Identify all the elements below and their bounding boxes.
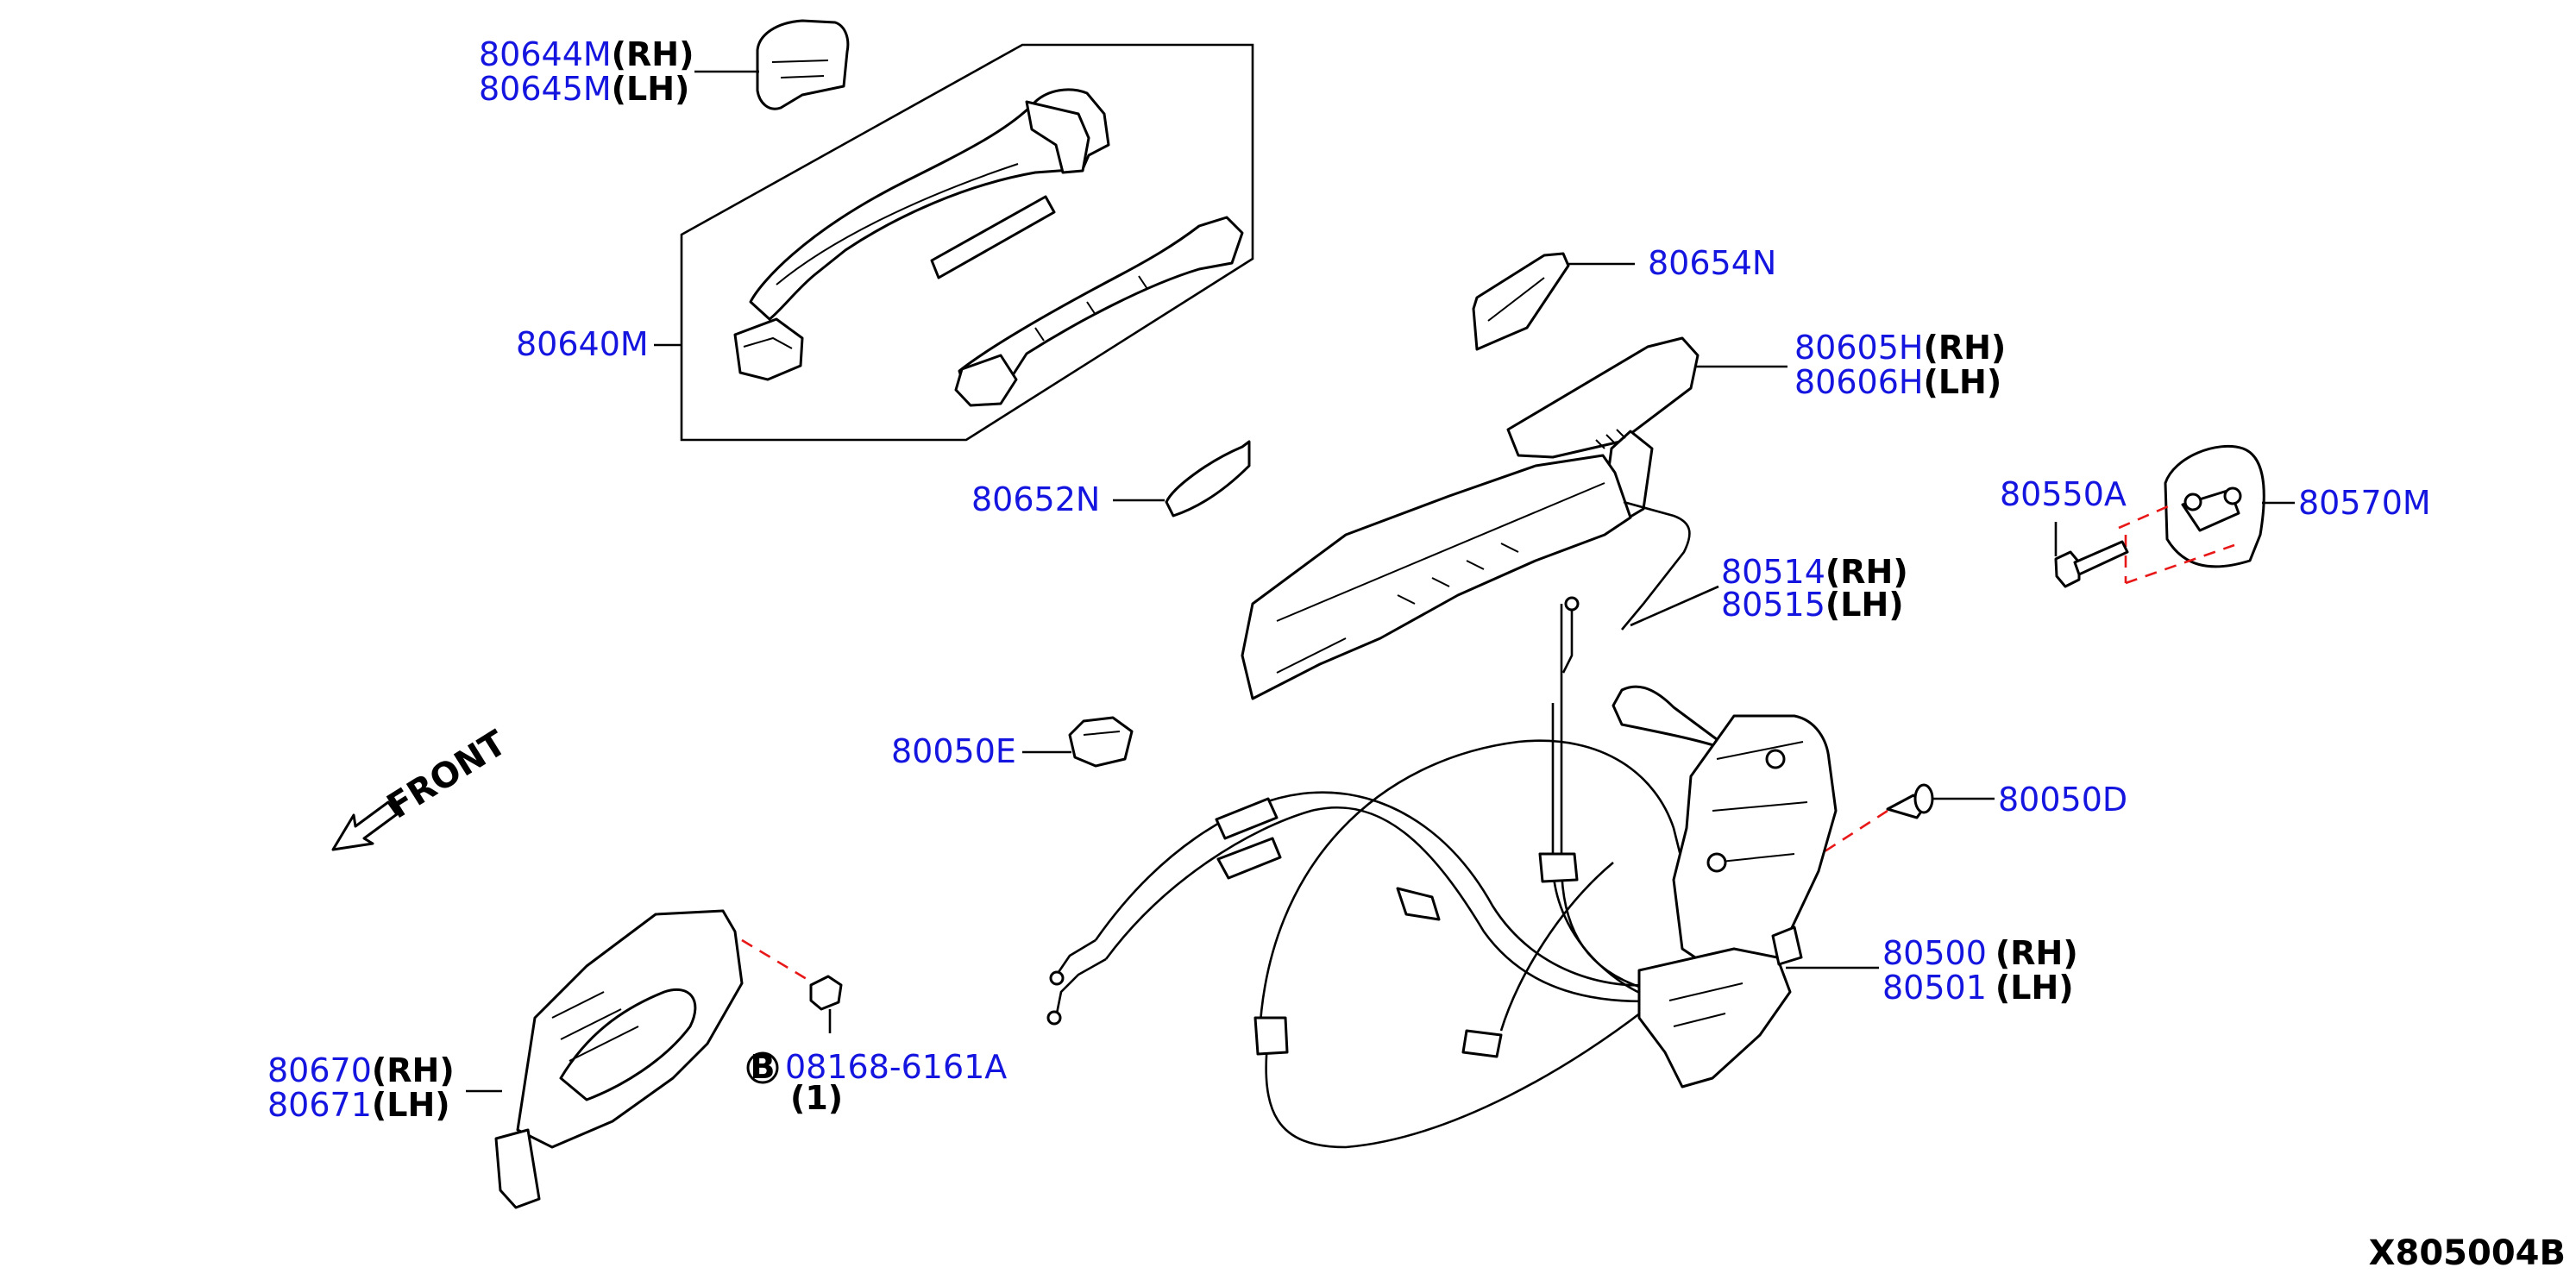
label-80606h: 80606H(LH) — [1794, 363, 2001, 401]
label-80550a: 80550A — [2000, 475, 2127, 513]
actuator-screw-1 — [1765, 749, 1786, 769]
bolt-quantity: (1) — [790, 1079, 843, 1117]
control-cables — [1046, 596, 1684, 1149]
cable-loop-c — [1258, 739, 1684, 1036]
cable-sleeve-5 — [1253, 1016, 1289, 1056]
handle-end-bracket — [1025, 100, 1090, 174]
bolt-shank — [2073, 540, 2129, 576]
actuator-housing — [1672, 714, 1838, 968]
cap-detail — [771, 60, 829, 78]
grommet-detail — [1083, 731, 1121, 736]
spring-coils — [1595, 429, 1626, 449]
screw-alignment — [1804, 809, 1888, 866]
handle-screw-head — [809, 975, 843, 1011]
frame-ribs — [1397, 543, 1519, 605]
leader-lines — [466, 70, 2295, 1093]
key-cylinder-cap — [756, 19, 850, 110]
frame-upper-block — [1506, 336, 1700, 459]
striker-hole-1 — [2183, 493, 2202, 511]
label-80500: 80500(RH) — [1882, 934, 2078, 972]
label-80671: 80671(LH) — [267, 1086, 450, 1124]
cable-sleeve-1 — [1215, 797, 1279, 840]
cable-sleeve-4 — [1538, 852, 1579, 883]
escutcheon-upper — [1472, 252, 1570, 351]
cable-end-ball-b — [1046, 1010, 1062, 1026]
label-80570m: 80570M — [2298, 484, 2431, 522]
cable-end-ball-c — [1564, 596, 1580, 612]
cable-loop-d — [1265, 999, 1657, 1149]
cable-loop-b — [1094, 791, 1666, 987]
handle-second-front-end — [954, 354, 1018, 407]
label-80501: 80501(LH) — [1882, 969, 2074, 1007]
bolt-marker-circle — [746, 1051, 779, 1084]
label-80654n: 80654N — [1648, 244, 1776, 282]
front-direction: FRONT — [331, 723, 514, 851]
label-08168-6161a: 08168-6161A — [785, 1048, 1007, 1086]
cable-vertical-a — [1560, 604, 1657, 994]
handle-screw-alignment — [741, 938, 812, 983]
inside-handle-ribs — [551, 991, 639, 1062]
front-label: FRONT — [380, 723, 514, 826]
label-80640m: 80640M — [516, 325, 649, 363]
front-arrow-icon — [331, 800, 399, 851]
cable-end-a — [1055, 938, 1096, 976]
actuator-latch — [1637, 947, 1792, 1089]
outside-handle-assembly — [680, 43, 1254, 442]
cable-vertical-b — [1551, 703, 1666, 1002]
group-frame — [680, 43, 1254, 442]
cable-loop-e — [1499, 862, 1614, 1032]
escutcheon-upper-detail — [1487, 277, 1545, 322]
label-80050e: 80050E — [891, 732, 1016, 770]
diagram-id: X805004B — [2369, 1233, 2566, 1273]
inside-handle-bracket — [494, 1128, 541, 1209]
screw-head — [1913, 783, 1934, 814]
cable-end-c — [1561, 609, 1574, 674]
bolt-marker-letter: B — [751, 1048, 776, 1086]
label-80652n: 80652N — [971, 480, 1100, 518]
striker-alignment — [2118, 502, 2235, 585]
outside-handle-second-view — [958, 216, 1244, 397]
actuator-latch-detail — [1668, 982, 1744, 1027]
door-striker — [2118, 444, 2265, 585]
inside-handle — [494, 909, 843, 1209]
cable-end-b — [1055, 957, 1107, 1014]
handle-front-bracket — [733, 317, 804, 381]
grommet — [1068, 716, 1134, 768]
label-80644m: 80644M(RH) — [479, 35, 694, 73]
handle-insert-bar — [930, 195, 1056, 279]
cable-sleeve-6 — [1461, 1029, 1503, 1058]
label-80514: 80514(RH) — [1721, 553, 1908, 591]
label-80050d: 80050D — [1998, 781, 2127, 819]
handle-second-ribs — [1034, 275, 1148, 342]
actuator-screw-2 — [1706, 852, 1727, 873]
cable-sleeve-2 — [1216, 837, 1282, 880]
handle-ridge — [776, 163, 1019, 285]
cable-loop-a — [1104, 806, 1666, 1003]
label-80645m: 80645M(LH) — [479, 70, 689, 108]
bolt-head — [2054, 550, 2081, 588]
outside-handle-body — [749, 88, 1110, 321]
striker-hole-2 — [2223, 486, 2242, 505]
door-lock-actuator — [1612, 685, 1838, 1089]
label-80670: 80670(RH) — [267, 1051, 455, 1089]
cable-sleeve-3 — [1396, 887, 1441, 921]
label-80515: 80515(LH) — [1721, 586, 1904, 624]
cable-end-ball-a — [1049, 970, 1065, 986]
striker-bolt — [2054, 540, 2129, 588]
lock-screw — [1804, 783, 1934, 866]
actuator-connector — [1771, 925, 1803, 966]
inside-handle-lever — [559, 988, 697, 1101]
outside-handle-frame — [1241, 336, 1700, 700]
door-rod — [1621, 500, 1691, 631]
label-80605h: 80605H(RH) — [1794, 329, 2006, 367]
bracket-detail — [743, 336, 793, 349]
handle-seal — [1165, 440, 1251, 518]
frame-body — [1241, 454, 1632, 700]
frame-body-detail — [1276, 482, 1605, 674]
